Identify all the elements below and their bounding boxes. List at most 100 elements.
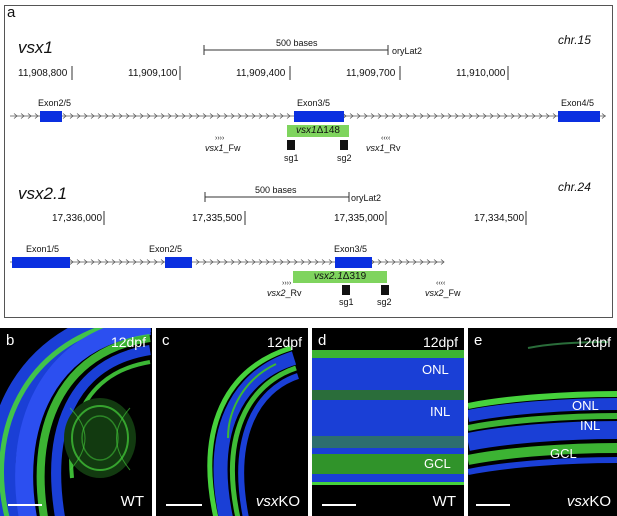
intron-chevron (286, 113, 291, 119)
vsx1-assembly-label: oryLat2 (392, 46, 423, 56)
intron-chevron (97, 259, 102, 265)
panel-d-gcl-label: GCL (424, 456, 451, 471)
intron-chevron (244, 113, 249, 119)
intron-chevron (454, 113, 459, 119)
intron-chevron (377, 113, 382, 119)
panel-d-stage: 12dpf (422, 334, 458, 350)
vsx1-exon2-label: Exon2/5 (38, 98, 72, 108)
vsx1-gene-name: vsx1 (18, 38, 53, 57)
intron-chevron (447, 113, 452, 119)
vsx1-exon2 (40, 111, 62, 122)
intron-chevron (482, 113, 487, 119)
intron-chevron (237, 259, 242, 265)
intron-chevron (363, 113, 368, 119)
intron-chevron (20, 113, 25, 119)
intron-chevron (76, 113, 81, 119)
vsx2-sg1-marker (342, 285, 350, 295)
panel-e-condition: vsxKO (566, 493, 611, 510)
intron-chevron (300, 259, 305, 265)
intron-chevron (97, 113, 102, 119)
intron-chevron (510, 113, 515, 119)
intron-chevron (475, 113, 480, 119)
panel-b-stage: 12dpf (110, 334, 146, 350)
vsx1-exon3-label: Exon3/5 (297, 98, 331, 108)
panel-e-label: e (474, 332, 483, 349)
intron-chevron (342, 113, 347, 119)
intron-chevron (258, 259, 263, 265)
panel-b-retina (0, 328, 152, 516)
intron-chevron (181, 113, 186, 119)
intron-chevron (13, 113, 18, 119)
intron-chevron (195, 113, 200, 119)
intron-chevron (412, 113, 417, 119)
panel-c-stage: 12dpf (266, 334, 302, 350)
vsx2-exon3 (335, 257, 372, 268)
intron-chevron (139, 259, 144, 265)
panel-b-label: b (6, 332, 15, 349)
vsx2-exon2 (165, 257, 192, 268)
vsx1-sg1-marker (287, 140, 295, 150)
vsx2-exon1-label: Exon1/5 (26, 244, 60, 254)
panel-e-gcl-label: GCL (550, 446, 577, 461)
intron-chevron (405, 113, 410, 119)
intron-chevron (237, 113, 242, 119)
vsx1-rv-arrows: ‹‹‹‹ (381, 135, 391, 142)
vsx1-rv-primer: vsx1_Rv (366, 143, 401, 153)
intron-chevron (230, 113, 235, 119)
intron-chevron (153, 259, 158, 265)
vsx1-coord-4: 11,909,700 (346, 68, 396, 79)
panel-d-retina (312, 328, 464, 516)
intron-chevron (216, 113, 221, 119)
intron-chevron (265, 113, 270, 119)
intron-chevron (307, 259, 312, 265)
intron-chevron (468, 113, 473, 119)
intron-chevron (34, 113, 39, 119)
intron-chevron (125, 259, 130, 265)
intron-chevron (538, 113, 543, 119)
intron-chevron (461, 113, 466, 119)
intron-chevron (398, 259, 403, 265)
intron-chevron (384, 113, 389, 119)
intron-chevron (552, 113, 557, 119)
intron-chevron (132, 113, 137, 119)
intron-chevron (426, 113, 431, 119)
vsx1-fw-primer: vsx1_Fw (205, 143, 241, 153)
panel-d-scale-bar (322, 504, 356, 506)
intron-chevron (433, 259, 438, 265)
vsx1-coord-ticks (71, 66, 509, 80)
intron-chevron (419, 113, 424, 119)
intron-chevron (223, 113, 228, 119)
panel-d-inl-label: INL (430, 404, 451, 419)
intron-chevron (83, 259, 88, 265)
panel-d-condition: WT (432, 493, 456, 510)
intron-chevron (125, 113, 130, 119)
intron-chevron (391, 113, 396, 119)
vsx1-coord-5: 11,910,000 (456, 68, 506, 79)
intron-chevron (167, 113, 172, 119)
intron-chevron (524, 113, 529, 119)
vsx2-rv-arrows: ›››› (282, 280, 292, 287)
vsx1-chromosome: chr.15 (558, 33, 591, 47)
vsx2-scale-label: 500 bases (255, 185, 297, 195)
intron-chevron (279, 259, 284, 265)
intron-chevron (258, 113, 263, 119)
panel-e-inl-label: INL (580, 418, 601, 433)
intron-chevron (223, 259, 228, 265)
intron-chevron (293, 259, 298, 265)
vsx2-coord-ticks (103, 211, 527, 225)
intron-chevron (230, 259, 235, 265)
intron-chevron (69, 113, 74, 119)
panel-d-label: d (318, 332, 327, 349)
vsx1-coord-1: 11,908,800 (18, 68, 68, 79)
intron-chevron (27, 113, 32, 119)
vsx2-exon1 (12, 257, 70, 268)
vsx1-coord-2: 11,909,100 (128, 68, 178, 79)
vsx1-exon4-label: Exon4/5 (561, 98, 595, 108)
panel-c-condition: vsxKO (255, 493, 300, 510)
panel-e-scale-bar (476, 504, 510, 506)
intron-chevron (419, 259, 424, 265)
intron-chevron (216, 259, 221, 265)
vsx2-scale-bar (204, 192, 350, 202)
vsx1-coord-3: 11,909,400 (236, 68, 286, 79)
panel-e-stage: 12dpf (575, 334, 611, 350)
